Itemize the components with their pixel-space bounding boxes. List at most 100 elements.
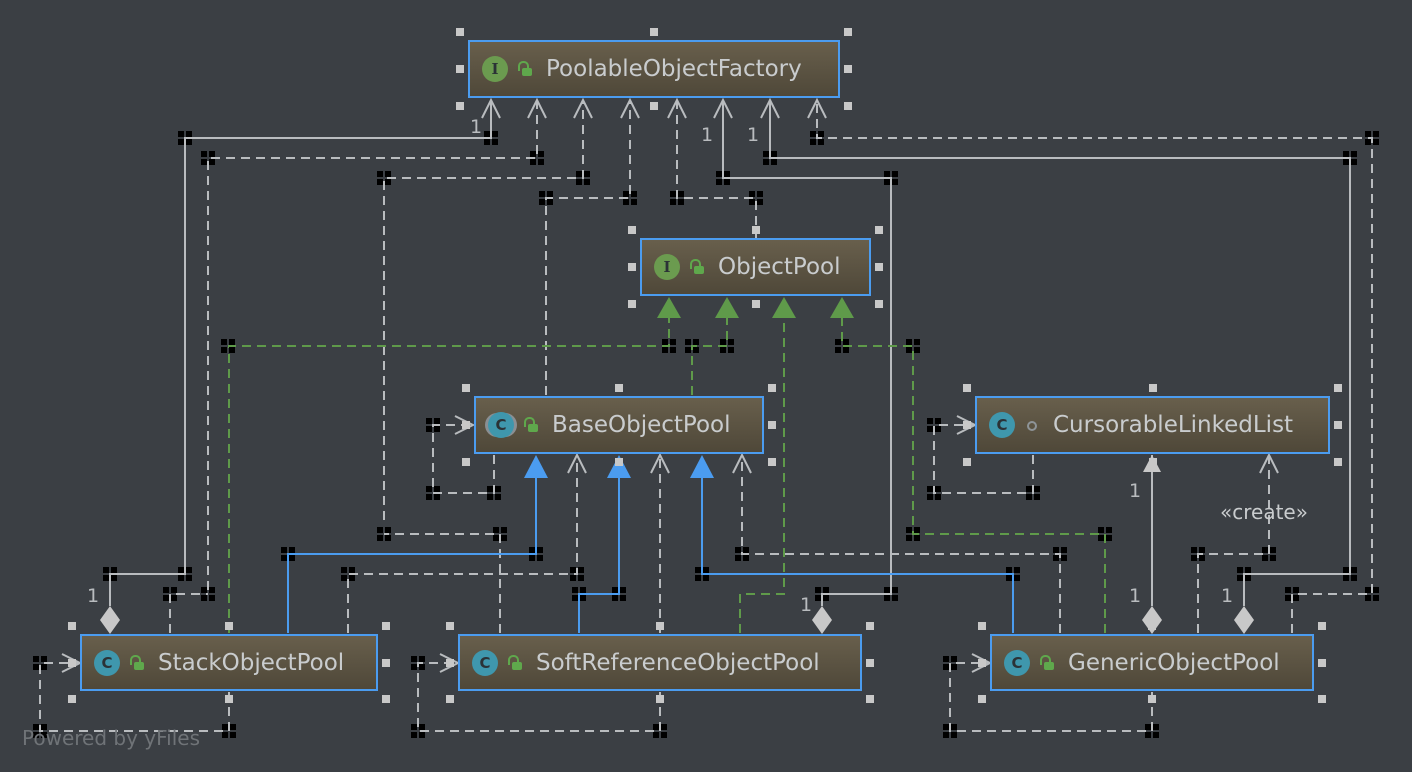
bend-marker[interactable] [530,159,536,165]
bend-marker[interactable] [186,575,192,581]
bend-marker[interactable] [835,347,841,353]
resize-handle[interactable] [751,226,760,234]
bend-marker[interactable] [815,587,821,593]
bend-marker[interactable] [419,664,425,670]
bend-marker[interactable] [892,595,898,601]
bend-marker[interactable] [728,339,734,345]
bend-marker[interactable] [685,347,691,353]
bend-marker[interactable] [716,171,722,177]
bend-marker[interactable] [178,575,184,581]
bend-marker[interactable] [426,418,432,424]
bend-marker[interactable] [623,191,629,197]
bend-marker[interactable] [111,567,117,573]
bend-marker[interactable] [229,347,235,353]
node-soft-reference-object-pool[interactable]: C SoftReferenceObjectPool [458,634,862,691]
bend-marker[interactable] [914,347,920,353]
resize-handle[interactable] [875,226,883,234]
bend-marker[interactable] [377,527,383,533]
bend-marker[interactable] [1343,575,1349,581]
resize-handle[interactable] [456,28,464,36]
bend-marker[interactable] [743,555,749,561]
bend-marker[interactable] [906,339,912,345]
resize-handle[interactable] [875,263,883,271]
bend-marker[interactable] [670,339,676,345]
bend-marker[interactable] [222,732,228,738]
bend-marker[interactable] [493,527,499,533]
bend-marker[interactable] [570,567,576,573]
bend-marker[interactable] [434,418,440,424]
bend-marker[interactable] [411,664,417,670]
bend-marker[interactable] [1145,724,1151,730]
bend-marker[interactable] [1245,567,1251,573]
bend-marker[interactable] [492,139,498,145]
bend-marker[interactable] [951,656,957,662]
bend-marker[interactable] [1106,527,1112,533]
bend-marker[interactable] [487,494,493,500]
resize-handle[interactable] [225,695,233,703]
bend-marker[interactable] [547,199,553,205]
bend-marker[interactable] [749,191,755,197]
bend-marker[interactable] [580,595,586,601]
bend-marker[interactable] [419,724,425,730]
bend-marker[interactable] [631,191,637,197]
bend-marker[interactable] [209,587,215,593]
resize-handle[interactable] [68,695,76,703]
bend-marker[interactable] [935,418,941,424]
node-generic-object-pool[interactable]: C GenericObjectPool [990,634,1314,691]
bend-marker[interactable] [537,555,543,561]
bend-marker[interactable] [1351,159,1357,165]
bend-marker[interactable] [884,595,890,601]
bend-marker[interactable] [426,426,432,432]
resize-handle[interactable] [978,622,986,630]
bend-marker[interactable] [943,656,949,662]
bend-marker[interactable] [884,171,890,177]
resize-handle[interactable] [462,458,470,466]
resize-handle[interactable] [628,226,636,234]
bend-marker[interactable] [530,151,536,157]
bend-marker[interactable] [570,575,576,581]
bend-marker[interactable] [1199,547,1205,553]
bend-marker[interactable] [434,426,440,432]
bend-marker[interactable] [377,535,383,541]
resize-handle[interactable] [963,421,971,429]
bend-marker[interactable] [1061,555,1067,561]
bend-marker[interactable] [1106,535,1112,541]
bend-marker[interactable] [576,179,582,185]
bend-marker[interactable] [495,486,501,492]
bend-marker[interactable] [1373,587,1379,593]
bend-marker[interactable] [411,724,417,730]
resize-handle[interactable] [1334,421,1342,429]
bend-marker[interactable] [1026,494,1032,500]
resize-handle[interactable] [866,658,874,667]
bend-marker[interactable] [33,724,39,730]
bend-marker[interactable] [914,527,920,533]
bend-marker[interactable] [229,339,235,345]
resize-handle[interactable] [656,695,664,703]
bend-marker[interactable] [771,151,777,157]
bend-marker[interactable] [653,732,659,738]
resize-handle[interactable] [963,384,971,392]
bend-marker[interactable] [1351,575,1357,581]
bend-marker[interactable] [693,339,699,345]
bend-marker[interactable] [757,199,763,205]
bend-marker[interactable] [670,347,676,353]
resize-handle[interactable] [751,300,760,308]
bend-marker[interactable] [434,494,440,500]
bend-marker[interactable] [411,656,417,662]
bend-marker[interactable] [1191,547,1197,553]
resize-handle[interactable] [844,102,852,110]
resize-handle[interactable] [628,300,636,308]
bend-marker[interactable] [735,555,741,561]
bend-marker[interactable] [678,191,684,197]
bend-marker[interactable] [914,535,920,541]
bend-marker[interactable] [222,724,228,730]
bend-marker[interactable] [943,724,949,730]
bend-marker[interactable] [281,555,287,561]
bend-marker[interactable] [538,159,544,165]
bend-marker[interactable] [419,732,425,738]
bend-marker[interactable] [426,494,432,500]
resize-handle[interactable] [1148,695,1156,703]
resize-handle[interactable] [875,300,883,308]
bend-marker[interactable] [41,724,47,730]
resize-handle[interactable] [1318,622,1326,630]
